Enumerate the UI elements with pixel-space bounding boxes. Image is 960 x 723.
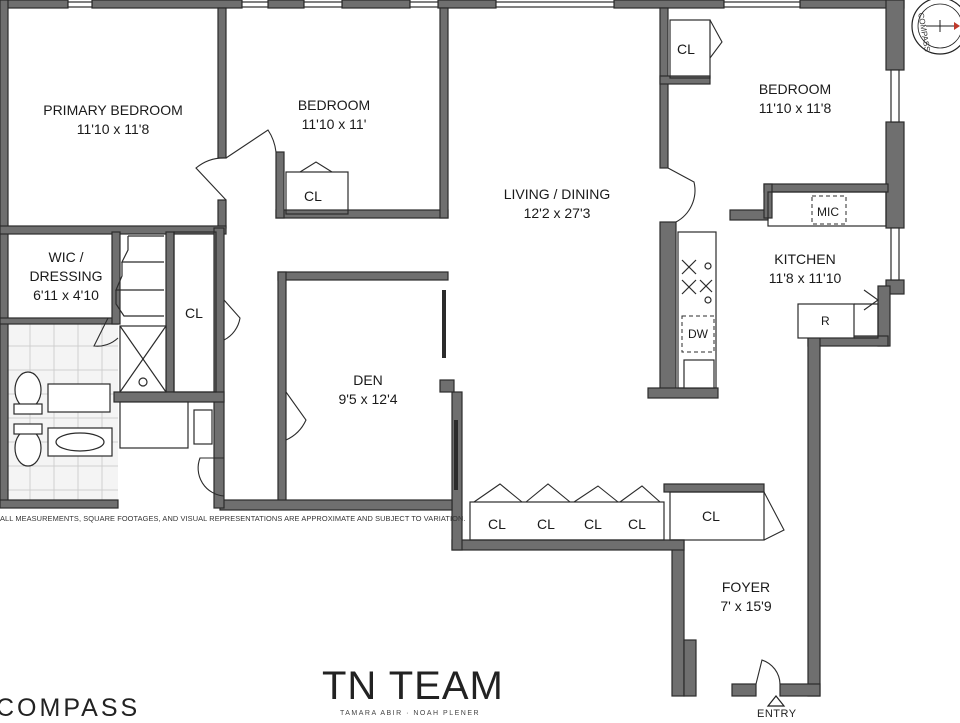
room-name: LIVING / DINING bbox=[503, 186, 611, 202]
room-name: PRIMARY BEDROOM bbox=[43, 102, 183, 118]
room-dims: 7' x 15'9 bbox=[720, 598, 772, 614]
room-dims: 12'2 x 27'3 bbox=[523, 205, 591, 221]
doors bbox=[93, 19, 879, 685]
bedroom-2-label: BEDROOM 11'10 x 11'8 bbox=[720, 80, 870, 118]
company-logo: COMPASS bbox=[0, 694, 141, 722]
room-dims: 11'10 x 11'8 bbox=[758, 100, 832, 116]
primary-bedroom-label: PRIMARY BEDROOM 11'10 x 11'8 bbox=[18, 101, 208, 139]
room-dims: 11'10 x 11'8 bbox=[76, 121, 150, 137]
kitchen-label: KITCHEN 11'8 x 11'10 bbox=[740, 250, 870, 288]
room-name-line1: WIC / bbox=[48, 249, 84, 265]
room-name: DEN bbox=[353, 372, 383, 388]
closet-outlines bbox=[173, 19, 765, 541]
wic-shelving bbox=[115, 235, 164, 317]
closet-label: CL bbox=[185, 305, 203, 321]
team-logo: TN TEAM bbox=[322, 664, 504, 708]
closet-label: CL bbox=[702, 508, 720, 524]
room-name: BEDROOM bbox=[758, 81, 832, 97]
dishwasher-label: DW bbox=[688, 327, 708, 341]
kitchen-fixtures bbox=[677, 191, 887, 389]
closet-label: CL bbox=[488, 516, 506, 532]
agent-names: TAMARA ABIR · NOAH PLENER bbox=[340, 710, 481, 717]
wic-dressing-label: WIC / DRESSING 6'11 x 4'10 bbox=[16, 248, 116, 305]
closet-label: CL bbox=[584, 516, 602, 532]
entry-label: ENTRY bbox=[757, 708, 797, 720]
den-doorway bbox=[442, 290, 458, 490]
room-dims: 11'8 x 11'10 bbox=[768, 270, 842, 286]
disclaimer-text: ALL MEASUREMENTS, SQUARE FOOTAGES, AND V… bbox=[0, 514, 466, 523]
entry-arrow-icon bbox=[766, 695, 786, 707]
microwave-label: MIC bbox=[817, 205, 839, 219]
walls bbox=[0, 0, 905, 697]
closet-label: CL bbox=[628, 516, 646, 532]
bathroom-fixtures bbox=[13, 325, 213, 467]
room-name: BEDROOM bbox=[297, 97, 371, 113]
room-name: KITCHEN bbox=[774, 251, 836, 267]
bedroom-1-label: BEDROOM 11'10 x 11' bbox=[244, 96, 424, 134]
room-name-line2: DRESSING bbox=[29, 268, 103, 284]
room-name: FOYER bbox=[721, 579, 771, 595]
foyer-label: FOYER 7' x 15'9 bbox=[696, 578, 796, 616]
room-dims: 9'5 x 12'4 bbox=[338, 391, 398, 407]
room-dims: 11'10 x 11' bbox=[301, 116, 367, 132]
living-dining-label: LIVING / DINING 12'2 x 27'3 bbox=[482, 185, 632, 223]
closet-label: CL bbox=[677, 41, 695, 57]
room-dims: 6'11 x 4'10 bbox=[33, 287, 99, 303]
closet-label: CL bbox=[537, 516, 555, 532]
compass-rose-icon bbox=[911, 0, 960, 55]
closet-label: CL bbox=[304, 188, 322, 204]
refrigerator-label: R bbox=[821, 314, 830, 328]
den-label: DEN 9'5 x 12'4 bbox=[318, 371, 418, 409]
